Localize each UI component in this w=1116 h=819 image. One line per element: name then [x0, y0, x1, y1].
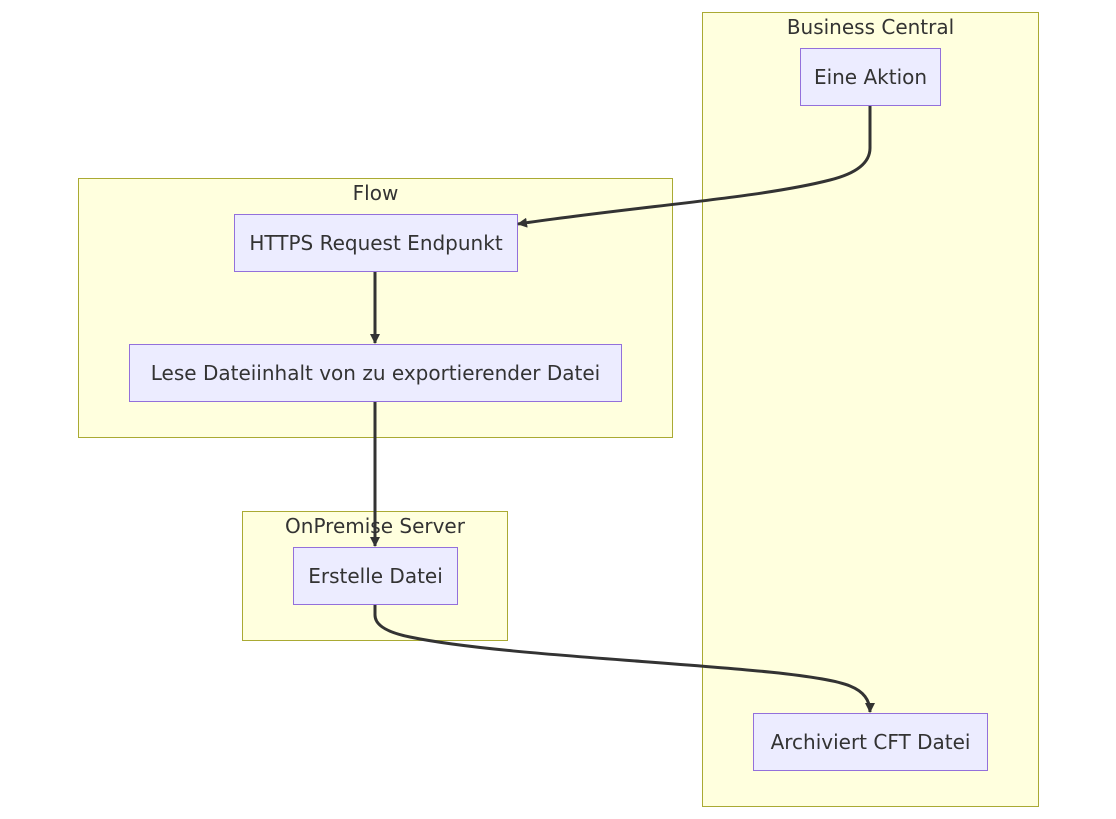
edge-eine-aktion-to-https-request [517, 106, 872, 228]
node-label-eine-aktion: Eine Aktion [813, 65, 928, 89]
node-label-https-request-endpunkt: HTTPS Request Endpunkt [249, 231, 503, 255]
node-https-request-endpunkt[interactable]: HTTPS Request Endpunkt [234, 214, 518, 272]
edge-erstelle-datei-to-archiviert [373, 605, 875, 713]
node-erstelle-datei[interactable]: Erstelle Datei [293, 547, 458, 605]
cluster-label-flow: Flow [352, 181, 399, 205]
node-archiviert-cft-datei[interactable]: Archiviert CFT Datei [753, 713, 988, 771]
node-label-archiviert-cft-datei: Archiviert CFT Datei [770, 730, 971, 754]
node-label-lese-dateiinhalt: Lese Dateiinhalt von zu exportierender D… [150, 361, 601, 385]
node-eine-aktion[interactable]: Eine Aktion [800, 48, 941, 106]
node-label-erstelle-datei: Erstelle Datei [308, 564, 443, 588]
node-lese-dateiinhalt[interactable]: Lese Dateiinhalt von zu exportierender D… [129, 344, 622, 402]
cluster-label-business-central: Business Central [786, 15, 955, 39]
